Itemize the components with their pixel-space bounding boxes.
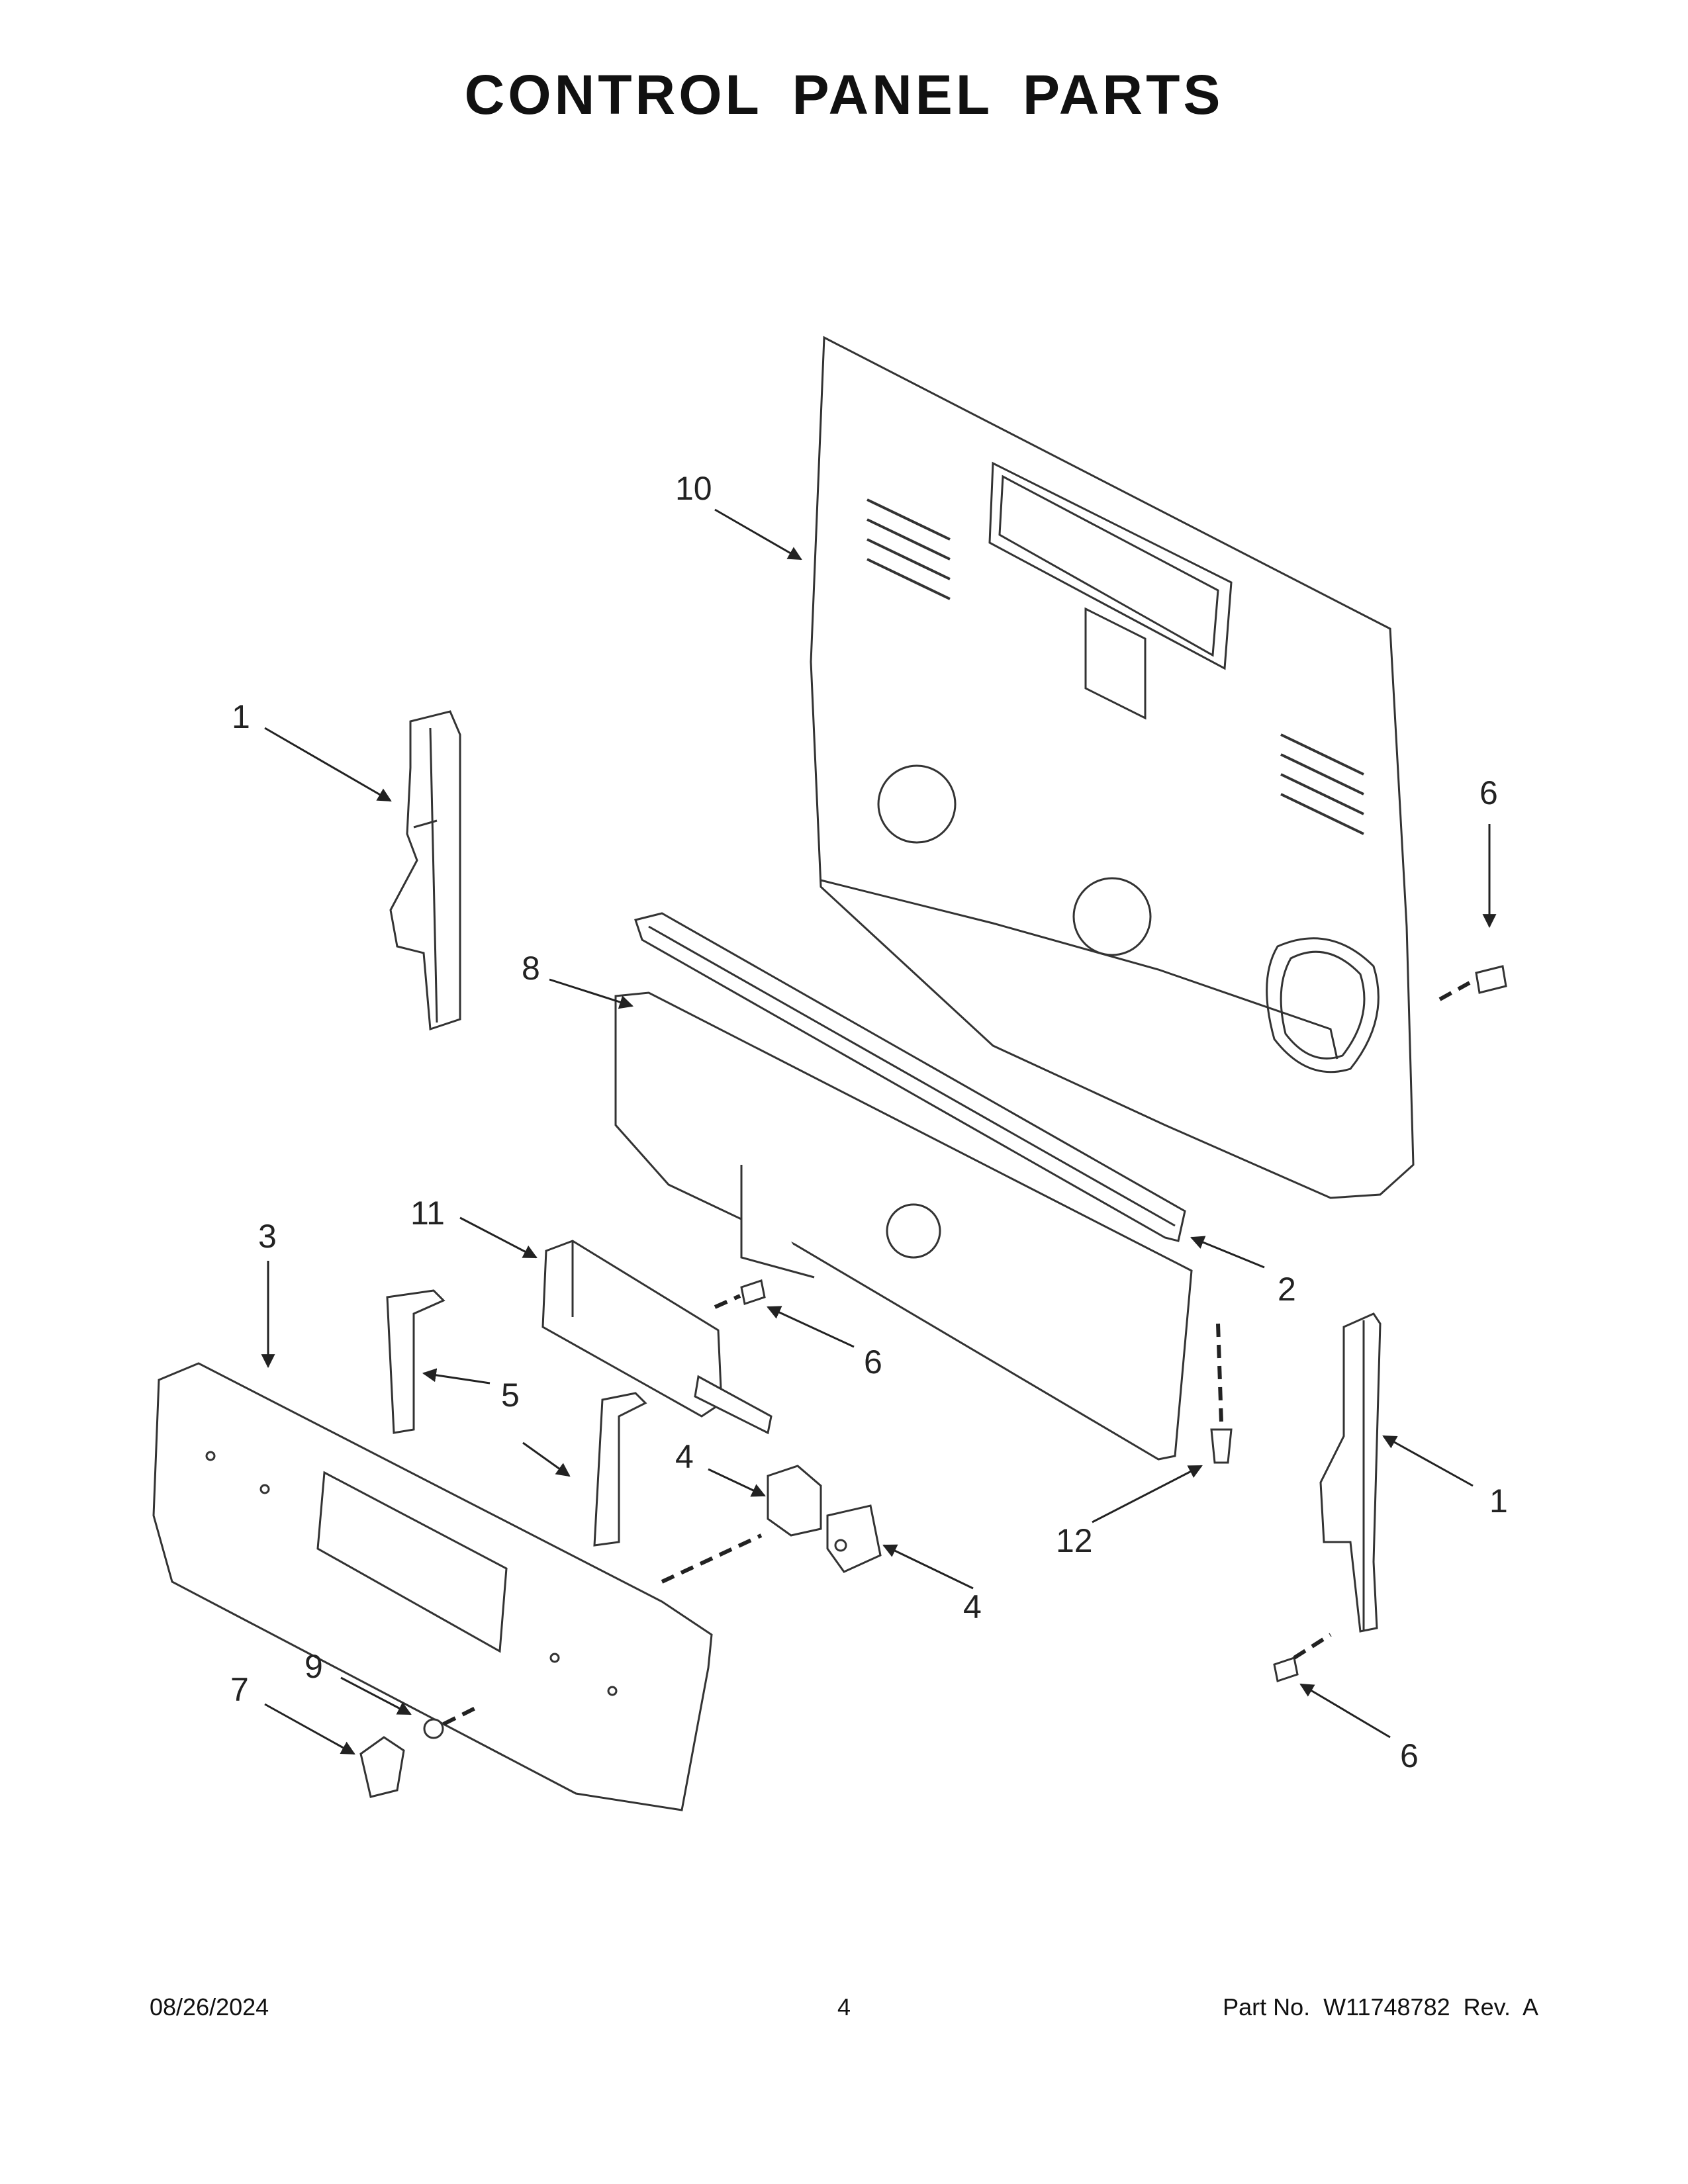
callout-1-right: 1 (1489, 1482, 1508, 1520)
footer-date: 08/26/2024 (150, 1993, 269, 2021)
part-4-switches (767, 1465, 882, 1573)
callout-10: 10 (675, 470, 712, 507)
part-3-console-panel (152, 1362, 713, 1811)
footer-page-number: 4 (837, 1993, 851, 2021)
part-10-rear-panel (810, 336, 1415, 1199)
part-1-left-bracket (389, 710, 461, 1031)
callout-1-left: 1 (232, 698, 250, 735)
part-2-trim (634, 912, 1186, 1242)
callout-9: 9 (305, 1648, 323, 1685)
callout-12: 12 (1056, 1522, 1093, 1559)
callout-4-top: 4 (675, 1438, 694, 1475)
part-8-console-bracket (614, 991, 1193, 1461)
callout-2: 2 (1278, 1271, 1296, 1308)
part-11-control-board (541, 1240, 773, 1435)
callout-5: 5 (501, 1377, 520, 1414)
part-5-brackets (386, 1289, 647, 1547)
footer-part-info: Part No. W11748782 Rev. A (1223, 1993, 1538, 2021)
callout-6-top: 6 (1479, 774, 1498, 811)
part-1-right-bracket (1319, 1312, 1382, 1633)
callout-3: 3 (258, 1218, 277, 1255)
callout-labels: 10 1 6 8 3 11 2 6 5 1 4 12 4 7 9 6 (230, 470, 1508, 1774)
fasteners (359, 965, 1507, 1798)
callout-8: 8 (522, 950, 540, 987)
callout-6-mid: 6 (864, 1343, 882, 1381)
assembly-lines (442, 981, 1471, 1726)
page-title: CONTROL PANEL PARTS (464, 64, 1224, 126)
callout-7: 7 (230, 1671, 249, 1708)
callout-11: 11 (410, 1195, 445, 1232)
callout-6-bottom: 6 (1400, 1737, 1419, 1774)
callout-arrows (261, 508, 1497, 1755)
callout-4-bottom: 4 (963, 1588, 982, 1625)
